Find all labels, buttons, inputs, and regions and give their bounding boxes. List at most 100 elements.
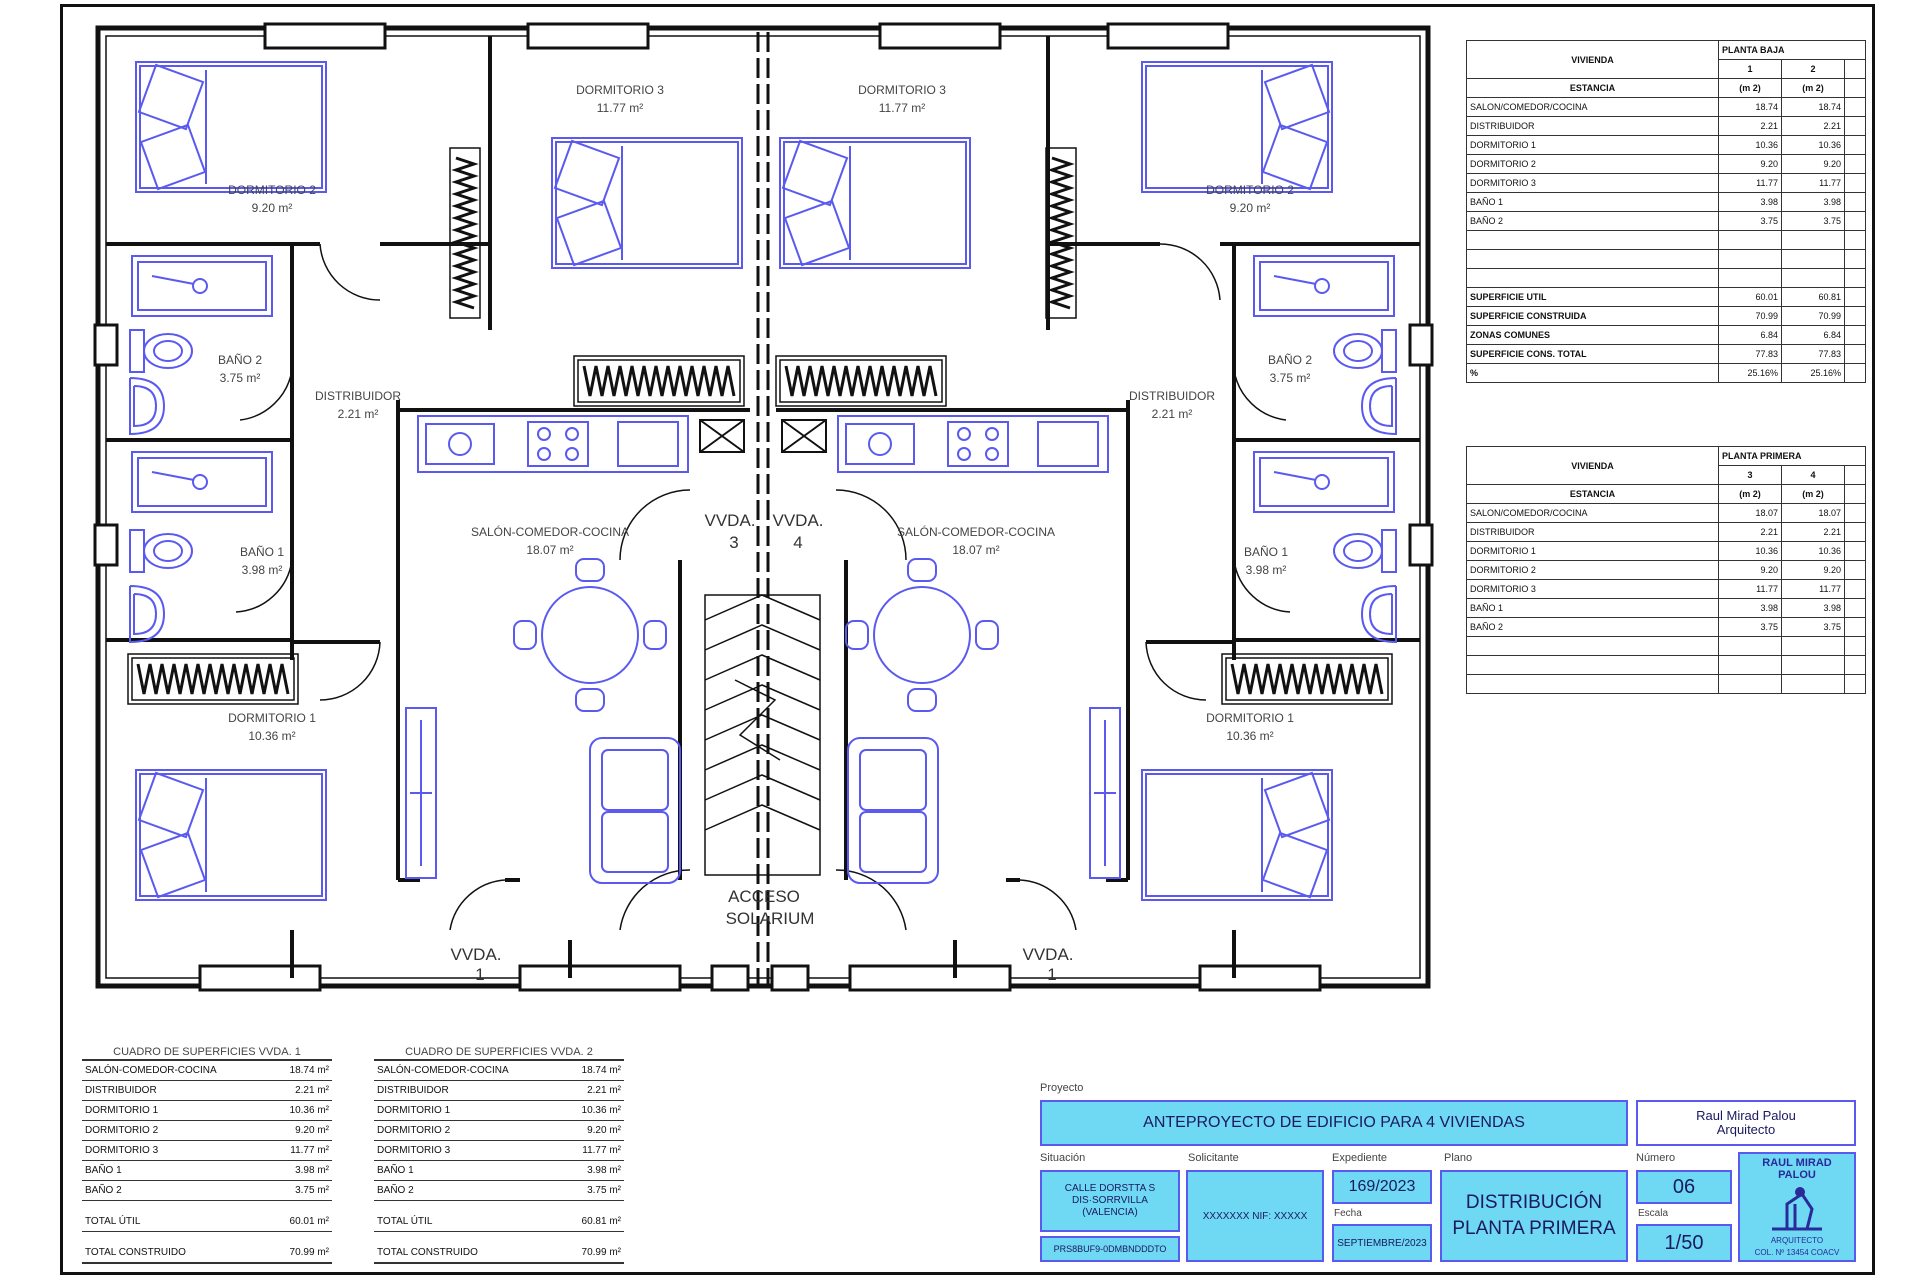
solarium-label: SOLARIUM (726, 909, 815, 928)
fecha-value: SEPTIEMBRE/2023 (1337, 1237, 1427, 1249)
room-bano1-right-area: 3.98 m² (1246, 563, 1287, 577)
room-dorm3-right-area: 11.77 m² (879, 101, 925, 115)
cuadro-title: CUADRO DE SUPERFICIES VVDA. 2 (374, 1046, 624, 1061)
situacion-label: Situación (1040, 1152, 1086, 1164)
room-salon-right-area: 18.07 m² (952, 543, 999, 557)
proyecto-label: Proyecto (1040, 1082, 1084, 1094)
solicitante-box: XXXXXXX NIF: XXXXX (1186, 1170, 1324, 1262)
th-col2: 2 (1781, 59, 1845, 79)
th-unit-1: (m 2) (1718, 78, 1782, 98)
logo-text: RAUL MIRAD PALOU (1762, 1157, 1832, 1181)
expediente-value: 169/2023 (1348, 1178, 1416, 1195)
numero-label: Número (1636, 1152, 1676, 1164)
refcat-box: PRS8BUF9-0DMBNDDDTO (1040, 1236, 1180, 1262)
plano-title-line2: PLANTA PRIMERA (1452, 1218, 1616, 1239)
logo-sub-1: ARQUITECTO (1770, 1236, 1824, 1246)
numero-value: 06 (1672, 1175, 1696, 1198)
situacion-text: CALLE DORSTTA S DIS·SORRVILLA (VALENCIA) (1064, 1183, 1156, 1218)
cuadro-title: CUADRO DE SUPERFICIES VVDA. 1 (82, 1046, 332, 1061)
th-vivienda: VIVIENDA (1466, 446, 1719, 485)
table-row: %25.16%25.16% (1466, 363, 1866, 383)
project-title: ANTEPROYECTO DE EDIFICIO PARA 4 VIVIENDA… (1143, 1114, 1525, 1131)
plano-title-line1: DISTRIBUCIÓN (1465, 1192, 1603, 1213)
situacion-box: CALLE DORSTTA S DIS·SORRVILLA (VALENCIA) (1040, 1170, 1180, 1232)
th-unit-2: (m 2) (1781, 78, 1845, 98)
room-dist-right-name: DISTRIBUIDOR (1129, 389, 1215, 403)
room-dorm2-right-area: 9.20 m² (1230, 201, 1271, 215)
expediente-label: Expediente (1332, 1152, 1388, 1164)
room-salon-left-name: SALÓN-COMEDOR-COCINA (471, 524, 629, 539)
th-estancia: ESTANCIA (1466, 484, 1719, 504)
escala-box: 1/50 (1636, 1224, 1732, 1262)
room-dorm1-right-name: DORMITORIO 1 (1206, 711, 1294, 725)
numero-box: 06 (1636, 1170, 1732, 1204)
vvda-1-left-number: 1 (475, 965, 484, 984)
architect-name: Raul Mirad Palou (1696, 1108, 1796, 1123)
room-dorm2-left-name: DORMITORIO 2 (228, 183, 316, 197)
room-dorm3-right-name: DORMITORIO 3 (858, 83, 946, 97)
vvda-3-number: 3 (729, 533, 738, 552)
room-dorm2-left-area: 9.20 m² (252, 201, 293, 215)
room-bano1-left-area: 3.98 m² (242, 563, 283, 577)
vvda-1-left-label: VVDA. (450, 945, 501, 964)
vvda-1-right-label: VVDA. (1022, 945, 1073, 964)
cuadro-superficies-vvda2: CUADRO DE SUPERFICIES VVDA. 2 SALÓN-COME… (374, 1046, 624, 1264)
architect-role: Arquitecto (1716, 1122, 1776, 1137)
architect-logo: RAUL MIRAD PALOU ARQUITECTO COL. Nº 1345… (1738, 1152, 1856, 1262)
fecha-label: Fecha (1334, 1208, 1362, 1219)
acceso-label: ACCESO (728, 887, 800, 906)
fecha-box: SEPTIEMBRE/2023 (1332, 1224, 1432, 1262)
vvda-1-right-number: 1 (1047, 965, 1056, 984)
room-dorm1-right-area: 10.36 m² (1226, 729, 1273, 743)
table-planta-primera: VIVIENDA PLANTA PRIMERA 3 4 ESTANCIA (m … (1466, 446, 1866, 694)
th-col1: 3 (1718, 465, 1782, 485)
th-unit-2: (m 2) (1781, 484, 1845, 504)
th-unit-1: (m 2) (1718, 484, 1782, 504)
th-planta: PLANTA PRIMERA (1718, 446, 1866, 466)
project-title-box: ANTEPROYECTO DE EDIFICIO PARA 4 VIVIENDA… (1040, 1100, 1628, 1146)
solicitante-text: XXXXXXX NIF: XXXXX (1202, 1210, 1308, 1222)
room-bano1-left-name: BAÑO 1 (240, 545, 284, 559)
logo-figure-icon (1772, 1186, 1822, 1231)
room-bano2-right-name: BAÑO 2 (1268, 353, 1312, 367)
room-salon-left-area: 18.07 m² (526, 543, 573, 557)
vvda-4-number: 4 (793, 533, 802, 552)
vvda-4-label: VVDA. (772, 511, 823, 530)
room-dist-left-area: 2.21 m² (338, 407, 379, 421)
room-dorm3-left-name: DORMITORIO 3 (576, 83, 664, 97)
th-col2: 4 (1781, 465, 1845, 485)
plano-label: Plano (1444, 1152, 1473, 1164)
escala-label: Escala (1638, 1208, 1669, 1219)
logo-sub-2: COL. Nº 13454 COACV (1754, 1247, 1840, 1257)
room-bano2-right-area: 3.75 m² (1270, 371, 1311, 385)
